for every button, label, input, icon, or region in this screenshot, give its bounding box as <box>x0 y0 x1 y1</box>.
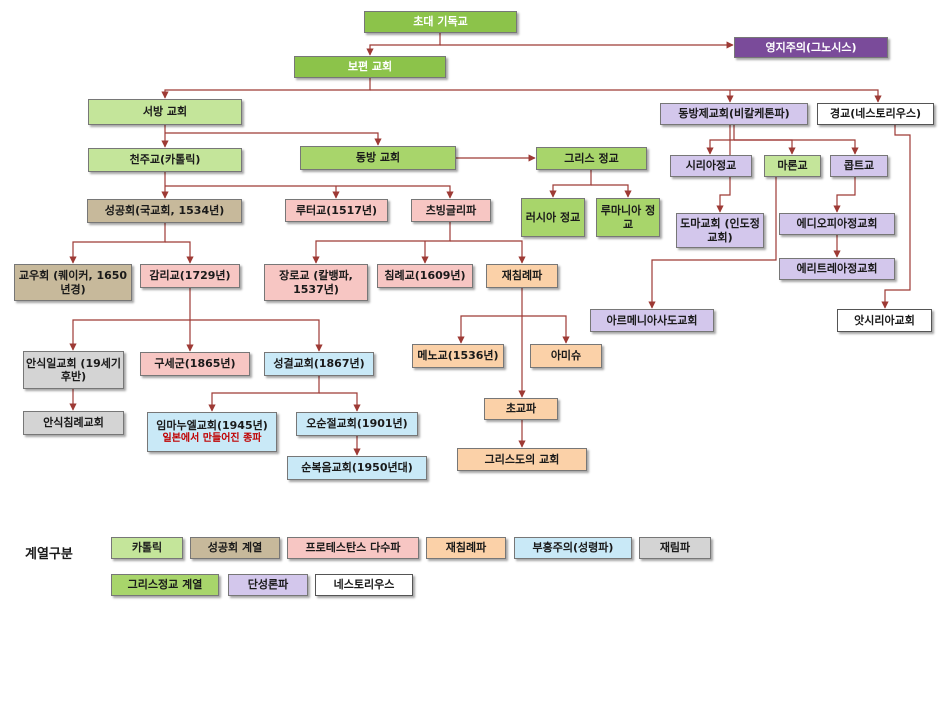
node-eritrean: 에리트레아정교회 <box>779 258 895 280</box>
connector-15 <box>312 222 451 264</box>
connector-35 <box>648 177 777 309</box>
connector-13 <box>69 223 166 264</box>
legend-item-anabaptist: 재침례파 <box>426 537 506 559</box>
connector-27 <box>522 315 570 344</box>
connector-11 <box>165 185 454 199</box>
node-russian: 러시아 정교 <box>521 198 585 237</box>
connector-lines <box>69 33 911 456</box>
node-emmanuel-label: 임마누엘교회(1945년) <box>156 419 268 433</box>
node-full-gospel: 순복음교회(1950년대) <box>287 456 427 480</box>
node-universal: 보편 교회 <box>294 56 446 78</box>
connector-3 <box>370 89 882 103</box>
node-catholic: 천주교(카톨릭) <box>88 148 242 172</box>
node-thomas: 도마교회 (인도정교회) <box>676 213 764 248</box>
node-methodist: 감리교(1729년) <box>140 264 240 288</box>
connector-6 <box>165 132 382 146</box>
node-hutterite: 초교파 <box>484 398 558 420</box>
node-anabaptist: 재침례파 <box>486 264 558 288</box>
node-pentecostal: 오순절교회(1901년) <box>296 412 418 436</box>
connector-36 <box>881 125 911 309</box>
node-eastern-non-chalcedonian: 동방제교회(비칼케톤파) <box>660 103 808 125</box>
node-romanian: 루마니아 정교 <box>596 198 660 237</box>
node-emmanuel: 임마누엘교회(1945년) 일본에서 만들어진 종파 <box>147 412 277 452</box>
legend-item-monophysite: 단성론파 <box>228 574 308 596</box>
node-adventist-baptist: 안식침례교회 <box>23 411 124 435</box>
connector-17 <box>450 240 526 264</box>
node-church-of-christ: 그리스도의 교회 <box>457 448 587 471</box>
connector-20 <box>190 319 323 352</box>
connector-26 <box>457 315 522 344</box>
node-greek-orthodox: 그리스 정교 <box>536 147 647 170</box>
node-baptist: 침례교(1609년) <box>377 264 473 288</box>
connector-14 <box>165 241 194 264</box>
connector-2 <box>161 78 371 99</box>
node-mennonite: 메노교(1536년) <box>412 344 504 368</box>
legend-item-protestant: 프로테스탄스 다수파 <box>287 537 419 559</box>
connector-30 <box>734 139 796 155</box>
connector-31 <box>734 139 859 155</box>
legend-item-reform: 재림파 <box>639 537 711 559</box>
node-quaker: 교우회 (퀘이커, 1650년경) <box>14 264 132 301</box>
legend-item-revival: 부흥주의(성령파) <box>514 537 632 559</box>
node-gnostic: 영지주의(그노시스) <box>734 37 888 58</box>
node-maronite: 마론교 <box>764 155 821 177</box>
node-adventist: 안식일교회 (19세기 후반) <box>23 351 124 389</box>
node-anglican: 성공회(국교회, 1534년) <box>87 199 242 223</box>
node-western: 서방 교회 <box>88 99 242 125</box>
node-armenian: 아르메니아사도교회 <box>590 309 714 332</box>
node-origin: 초대 기독교 <box>364 11 517 33</box>
node-zwingli: 츠빙글리파 <box>411 199 491 222</box>
node-lutheran: 루터교(1517년) <box>285 199 388 222</box>
node-salvation: 구세군(1865년) <box>140 352 250 376</box>
connector-8 <box>549 170 592 198</box>
connector-0 <box>366 33 441 56</box>
connector-18 <box>69 288 191 351</box>
node-nestorian: 경교(네스토리우스) <box>817 103 934 125</box>
legend-item-catholic: 카톨릭 <box>111 537 183 559</box>
connector-33 <box>833 177 856 213</box>
connector-22 <box>208 376 320 412</box>
legend-item-nestorian: 네스토리우스 <box>315 574 413 596</box>
node-holiness: 성결교회(1867년) <box>264 352 374 376</box>
legend-item-orthodox: 그리스정교 계열 <box>111 574 219 596</box>
connector-29 <box>706 125 735 155</box>
connector-9 <box>591 184 632 198</box>
legend-item-anglican: 성공회 계열 <box>190 537 280 559</box>
node-amish: 아미슈 <box>530 344 602 368</box>
connector-23 <box>319 392 361 412</box>
node-assyrian: 앗시리아교회 <box>837 309 932 332</box>
node-presbyterian: 장로교 (칼뱅파, 1537년) <box>264 264 368 301</box>
node-syriac: 시리아정교 <box>670 155 752 177</box>
node-coptic: 콥트교 <box>830 155 888 177</box>
legend-title: 계열구분 <box>25 547 73 562</box>
node-eastern: 동방 교회 <box>300 146 456 170</box>
node-ethiopian: 에디오피아정교회 <box>779 213 895 235</box>
node-emmanuel-note: 일본에서 만들어진 종파 <box>162 432 262 444</box>
